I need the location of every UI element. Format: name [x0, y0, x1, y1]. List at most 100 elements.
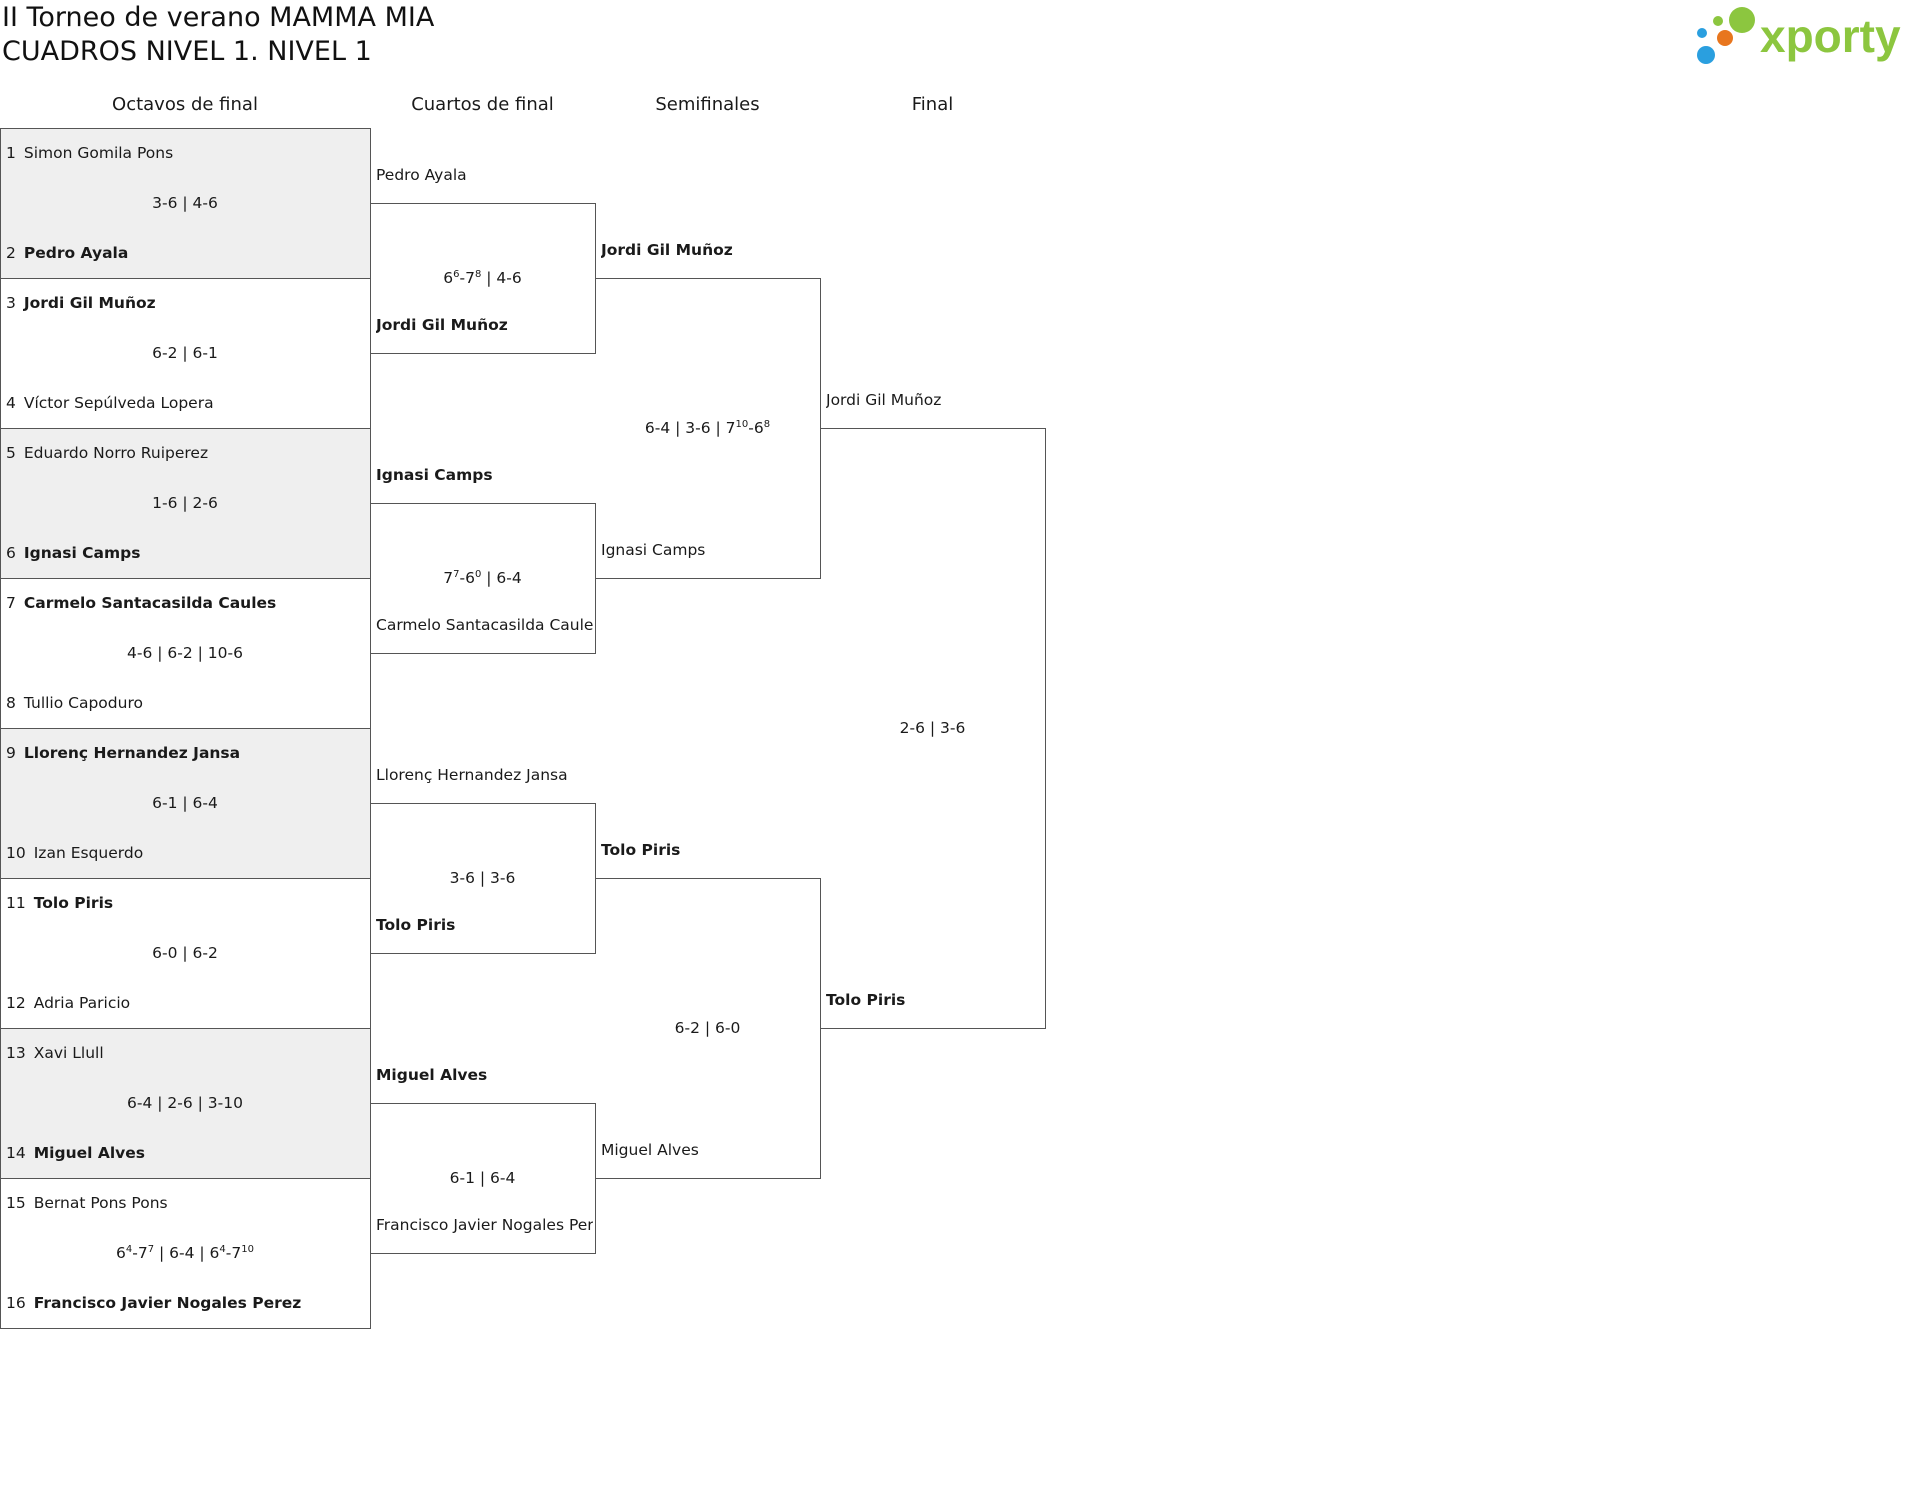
logo-dot-green-small [1713, 16, 1723, 26]
player-name: Adria Paricio [33, 994, 131, 1012]
player-entry[interactable]: Llorenç Hernandez Jansa [376, 764, 593, 786]
player-name: Eduardo Norro Ruiperez [23, 444, 209, 462]
player-name: Llorenç Hernandez Jansa [376, 766, 568, 784]
round-heading-sf: Semifinales [655, 94, 760, 115]
seed-number: 1 [6, 144, 16, 162]
player-name: Pedro Ayala [376, 166, 467, 184]
match-score: 6-0 | 6-2 [152, 944, 218, 962]
player-entry[interactable]: Jordi Gil Muñoz [601, 239, 818, 261]
player-name: Ignasi Camps [601, 541, 706, 559]
player-name: Francisco Javier Nogales Perez [33, 1294, 302, 1312]
player-name: Izan Esquerdo [33, 844, 144, 862]
match-score: 6-4 | 2-6 | 3-10 [127, 1094, 243, 1112]
final-connector [820, 428, 1046, 1029]
logo-text: xporty [1760, 10, 1901, 62]
player-entry[interactable]: 10 Izan Esquerdo [6, 842, 361, 864]
player-entry[interactable]: 14 Miguel Alves [6, 1142, 361, 1164]
match-score: 6-2 | 6-1 [152, 344, 218, 362]
player-entry[interactable]: 16 Francisco Javier Nogales Perez [6, 1292, 361, 1314]
player-entry[interactable]: Pedro Ayala [376, 164, 593, 186]
player-name: Tullio Capoduro [23, 694, 143, 712]
r16-match-box [0, 428, 371, 579]
player-entry[interactable]: Francisco Javier Nogales Perez [376, 1214, 593, 1236]
player-entry[interactable]: 5 Eduardo Norro Ruiperez [6, 442, 361, 464]
seed-number: 14 [6, 1144, 26, 1162]
seed-number: 2 [6, 244, 16, 262]
player-entry[interactable]: 9 Llorenç Hernandez Jansa [6, 742, 361, 764]
seed-number: 4 [6, 394, 16, 412]
seed-number: 16 [6, 1294, 26, 1312]
seed-number: 13 [6, 1044, 26, 1062]
player-name: Jordi Gil Muñoz [23, 294, 156, 312]
match-score: 3-6 | 4-6 [152, 194, 218, 212]
round-heading-qf: Cuartos de final [411, 94, 554, 115]
player-name: Carmelo Santacasilda Caules [376, 616, 593, 634]
player-entry[interactable]: Ignasi Camps [601, 539, 818, 561]
seed-number: 11 [6, 894, 26, 912]
player-entry[interactable]: 6 Ignasi Camps [6, 542, 361, 564]
player-entry[interactable]: 1 Simon Gomila Pons [6, 142, 361, 164]
logo-dot-orange [1717, 30, 1733, 46]
player-entry[interactable]: Miguel Alves [601, 1139, 818, 1161]
player-entry[interactable]: Tolo Piris [376, 914, 593, 936]
r16-match-box [0, 128, 371, 279]
player-name: Ignasi Camps [23, 544, 141, 562]
player-name: Tolo Piris [33, 894, 114, 912]
player-name: Tolo Piris [601, 841, 681, 859]
player-entry[interactable]: 8 Tullio Capoduro [6, 692, 361, 714]
player-entry[interactable]: Jordi Gil Muñoz [376, 314, 593, 336]
seed-number: 5 [6, 444, 16, 462]
player-name: Pedro Ayala [23, 244, 129, 262]
player-entry[interactable]: Jordi Gil Muñoz [826, 389, 1043, 411]
player-name: Tolo Piris [376, 916, 456, 934]
match-score: 6-1 | 6-4 [152, 794, 218, 812]
player-entry[interactable]: 2 Pedro Ayala [6, 242, 361, 264]
player-name: Miguel Alves [33, 1144, 145, 1162]
logo-dot-blue [1697, 46, 1715, 64]
seed-number: 6 [6, 544, 16, 562]
player-entry[interactable]: Tolo Piris [601, 839, 818, 861]
player-name: Miguel Alves [376, 1066, 488, 1084]
player-name: Víctor Sepúlveda Lopera [23, 394, 214, 412]
seed-number: 8 [6, 694, 16, 712]
logo-dot-blue-small [1697, 28, 1707, 38]
player-entry[interactable]: Ignasi Camps [376, 464, 593, 486]
player-name: Simon Gomila Pons [23, 144, 174, 162]
player-name: Tolo Piris [826, 991, 906, 1009]
player-name: Miguel Alves [601, 1141, 699, 1159]
match-score: 6-4 | 3-6 | 710-68 [644, 419, 771, 437]
player-name: Llorenç Hernandez Jansa [23, 744, 241, 762]
player-name: Bernat Pons Pons [33, 1194, 168, 1212]
match-score: 77-60 | 6-4 [443, 569, 522, 587]
match-score: 1-6 | 2-6 [152, 494, 218, 512]
match-score: 6-2 | 6-0 [674, 1019, 741, 1037]
xporty-logo: xporty [1697, 7, 1901, 64]
player-name: Ignasi Camps [376, 466, 493, 484]
player-entry[interactable]: Carmelo Santacasilda Caules [376, 614, 593, 636]
match-score: 6-1 | 6-4 [449, 1169, 516, 1187]
player-name: Jordi Gil Muñoz [376, 316, 508, 334]
player-entry[interactable]: 13 Xavi Llull [6, 1042, 361, 1064]
final-score: 2-6 | 3-6 [899, 719, 966, 737]
match-score: 64-77 | 6-4 | 64-710 [115, 1244, 254, 1262]
draw-subtitle: CUADROS NIVEL 1. NIVEL 1 [2, 36, 372, 67]
seed-number: 9 [6, 744, 16, 762]
player-entry[interactable]: 11 Tolo Piris [6, 892, 361, 914]
player-entry[interactable]: Tolo Piris [826, 989, 1043, 1011]
tournament-title: II Torneo de verano MAMMA MIA [2, 2, 435, 33]
player-entry[interactable]: Miguel Alves [376, 1064, 593, 1086]
logo-dot-green [1729, 7, 1755, 33]
player-name: Carmelo Santacasilda Caules [23, 594, 277, 612]
player-name: Francisco Javier Nogales Perez [376, 1216, 593, 1234]
player-name: Xavi Llull [33, 1044, 104, 1062]
round-heading-final: Final [911, 94, 954, 115]
seed-number: 10 [6, 844, 26, 862]
player-entry[interactable]: 7 Carmelo Santacasilda Caules [6, 592, 361, 614]
round-heading-r16: Octavos de final [112, 94, 258, 115]
r16-match-box [0, 1028, 371, 1179]
player-entry[interactable]: 4 Víctor Sepúlveda Lopera [6, 392, 361, 414]
seed-number: 7 [6, 594, 16, 612]
